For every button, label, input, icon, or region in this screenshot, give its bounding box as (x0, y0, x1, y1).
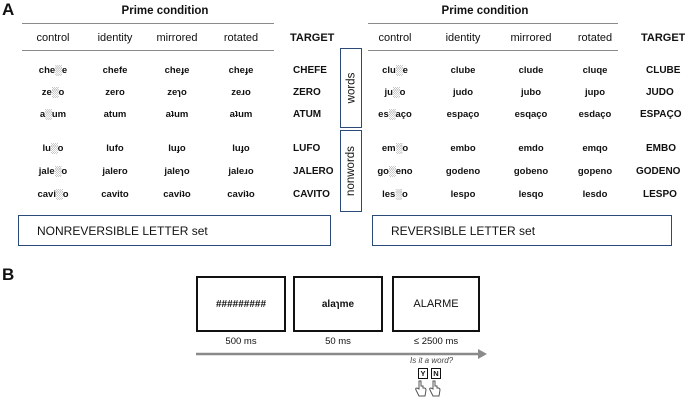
right-column-rule (368, 50, 618, 51)
left-nonword-1-control: lu░o (42, 143, 64, 154)
left-nonword-1-target: LUFO (293, 143, 321, 154)
left-column-rule (22, 50, 274, 51)
right-word-1-identity: clube (450, 65, 476, 76)
left-word-2-mirrored: zeɿo (167, 87, 187, 98)
right-nonword-1-control: em░o (381, 143, 409, 154)
right-word-1-mirrored: clude (518, 65, 544, 76)
right-prime-condition-header: Prime condition (441, 5, 529, 17)
reversible-set-label: REVERSIBLE LETTER set (372, 215, 672, 246)
right-nonword-1-mirrored: emdo (518, 143, 544, 154)
left-nonword-2-control: jale░o (38, 166, 68, 177)
right-nonword-3-control: les░o (382, 189, 408, 200)
left-word-3-rotated: aʇum (229, 109, 253, 120)
left-word-1-target: CHEFE (293, 65, 327, 76)
right-nonword-3-identity: lespo (450, 189, 476, 200)
duration-mask: 500 ms (225, 336, 257, 347)
nonwords-label: nonwords (345, 146, 357, 196)
left-nonword-3-mirrored: caviʇo (163, 189, 191, 200)
right-nonword-2-identity: godeno (445, 166, 481, 177)
right-word-2-target: JUDO (646, 87, 674, 98)
left-col-identity: identity (97, 32, 133, 44)
left-word-3-control: a░um (39, 109, 67, 120)
left-nonword-2-rotated: jaleɹo (228, 166, 254, 177)
right-nonword-1-rotated: emqo (582, 143, 608, 154)
panel-b-letter: B (2, 265, 15, 284)
frame-target: ALARME (392, 276, 480, 332)
left-word-3-mirrored: aʇum (165, 109, 189, 120)
left-nonword-3-rotated: caviʇo (227, 189, 255, 200)
duration-target: ≤ 2500 ms (413, 336, 459, 347)
right-word-3-rotated: esdaço (578, 109, 612, 120)
right-target-header: TARGET (641, 32, 685, 44)
left-nonword-3-identity: cavito (101, 189, 129, 200)
frame-prime: alaɿme (293, 276, 383, 332)
right-nonword-1-identity: embo (450, 143, 476, 154)
words-label: words (345, 72, 357, 104)
right-nonword-3-rotated: lesdo (582, 189, 608, 200)
words-label-box: words (340, 48, 362, 128)
left-header-rule (22, 23, 274, 24)
right-col-rotated: rotated (577, 32, 613, 44)
key-y: Y (418, 368, 428, 379)
frame-mask: ######### (196, 276, 286, 332)
left-word-2-identity: zero (105, 87, 125, 98)
left-nonword-1-identity: lufo (106, 143, 124, 154)
duration-prime: 50 ms (325, 336, 351, 347)
right-nonword-2-target: GODENO (636, 166, 681, 177)
left-word-3-target: ATUM (293, 109, 322, 120)
right-word-3-identity: espaço (446, 109, 480, 120)
right-nonword-2-control: go░eno (377, 166, 413, 177)
right-col-control: control (378, 32, 412, 44)
panel-a-letter: A (2, 0, 15, 19)
right-nonword-1-target: EMBO (646, 143, 676, 154)
right-col-identity: identity (445, 32, 481, 44)
right-word-1-rotated: cluqe (582, 65, 608, 76)
left-target-header: TARGET (290, 32, 335, 44)
timeline-arrow (196, 349, 487, 359)
left-word-2-target: ZERO (293, 87, 321, 98)
left-nonword-3-control: cavi░o (37, 189, 69, 200)
right-nonword-2-rotated: gopeno (577, 166, 613, 177)
right-word-3-control: es░aço (378, 109, 412, 120)
left-word-3-identity: atum (103, 109, 127, 120)
word-question: Is it a word? (410, 356, 454, 365)
right-word-3-target: ESPAÇO (640, 109, 682, 120)
left-nonword-1-rotated: luɟo (232, 143, 250, 154)
left-word-2-control: ze░o (41, 87, 65, 98)
right-col-mirrored: mirrored (510, 32, 552, 44)
right-word-2-control: ju░o (384, 87, 406, 98)
right-header-rule (368, 23, 618, 24)
right-word-2-mirrored: jubo (520, 87, 542, 98)
left-word-1-rotated: cheɟe (228, 65, 254, 76)
nonwords-label-box: nonwords (340, 130, 362, 212)
right-nonword-2-mirrored: gobeno (513, 166, 549, 177)
left-nonword-2-identity: jalero (102, 166, 128, 177)
left-nonword-2-target: JALERO (293, 166, 334, 177)
right-word-2-identity: judo (452, 87, 474, 98)
left-word-1-mirrored: cheɟe (164, 65, 190, 76)
left-word-2-rotated: zeɹo (231, 87, 251, 98)
left-word-1-identity: chefe (102, 65, 128, 76)
right-word-1-target: CLUBE (646, 65, 681, 76)
right-word-2-rotated: jupo (584, 87, 606, 98)
right-nonword-3-target: LESPO (643, 189, 677, 200)
left-prime-condition-header: Prime condition (121, 5, 209, 17)
right-word-1-control: clu░e (382, 65, 408, 76)
left-nonword-1-mirrored: luɟo (168, 143, 186, 154)
hand-pointer-icon (415, 380, 427, 397)
left-col-control: control (36, 32, 70, 44)
right-word-3-mirrored: esqaço (514, 109, 548, 120)
left-col-rotated: rotated (223, 32, 259, 44)
left-nonword-3-target: CAVITO (293, 189, 330, 200)
left-word-1-control: che░e (38, 65, 68, 76)
right-nonword-3-mirrored: lesqo (518, 189, 544, 200)
hand-pointer-icon (429, 380, 441, 397)
left-nonword-2-mirrored: jaleɿo (164, 166, 190, 177)
nonreversible-set-label: NONREVERSIBLE LETTER set (18, 215, 331, 246)
left-col-mirrored: mirrored (156, 32, 198, 44)
key-n: N (431, 368, 441, 379)
